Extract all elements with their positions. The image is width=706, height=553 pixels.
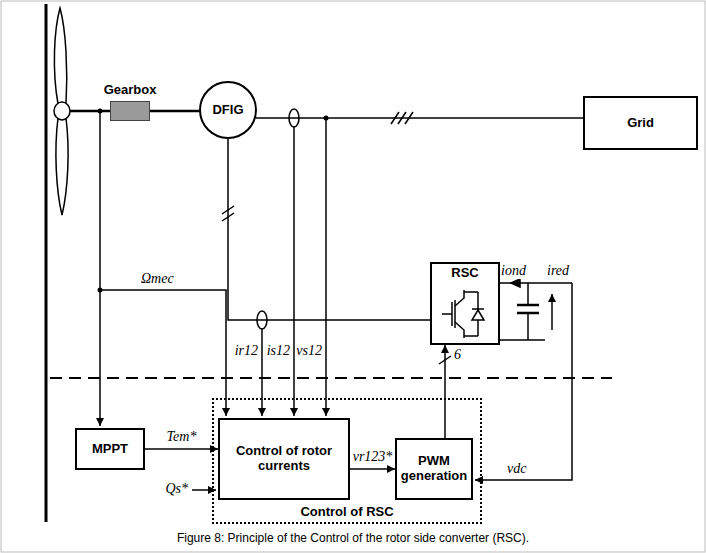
frame-bar <box>45 4 48 522</box>
dc-link <box>511 279 520 287</box>
signal-wires <box>293 127 295 416</box>
dc-link <box>517 304 539 307</box>
connector-line <box>256 117 583 119</box>
signal-wires <box>70 110 110 113</box>
connector-line <box>350 468 395 470</box>
boundary-dashed-line <box>50 377 612 379</box>
generator-outline <box>200 82 256 138</box>
dc-link <box>500 339 545 341</box>
node-label: Control of RSC <box>214 505 480 520</box>
junction-dots <box>98 288 103 293</box>
signal-label: ir12 <box>234 344 259 359</box>
converter-box: RSC <box>430 262 500 345</box>
node-label: Grid <box>627 116 654 131</box>
dc-link <box>527 313 529 340</box>
igbt-diode-symbol <box>442 290 484 338</box>
current-sensors <box>257 109 299 329</box>
connector-line <box>228 139 430 320</box>
connector-line <box>150 110 200 113</box>
process-box: Control of rotor currents <box>218 418 350 500</box>
signal-label: Tem* <box>166 430 198 445</box>
signal-label: vs12 <box>295 344 323 359</box>
signal-label: vdc <box>506 462 527 477</box>
phase-marks <box>222 112 451 364</box>
signal-label: Ωmec <box>140 272 175 287</box>
dc-link <box>527 283 529 305</box>
dc-link <box>500 279 572 340</box>
signal-label: is12 <box>266 344 291 359</box>
signal-wires <box>100 290 226 416</box>
connector-line <box>145 448 218 450</box>
generator-circle: DFIG <box>199 81 257 139</box>
node-label: DFIG <box>212 103 243 118</box>
control-group: Control of RSC Control of rotor currents P… <box>212 398 482 524</box>
node-label: RSC <box>451 266 478 281</box>
node-label: Control of rotor currents <box>225 444 343 474</box>
signal-label: iond <box>500 264 527 279</box>
signal-wires <box>325 118 327 416</box>
signal-wires <box>551 294 553 330</box>
process-box: MPPT <box>75 428 145 470</box>
figure-caption: Figure 8: Principle of the Control of th… <box>0 531 706 545</box>
wind-turbine <box>54 8 70 215</box>
process-box: PWM generation <box>395 438 473 500</box>
signal-label: vr123* <box>352 450 394 465</box>
junction-dots <box>98 109 103 114</box>
wind-turbine <box>54 102 70 120</box>
node-label: PWM generation <box>401 454 467 484</box>
signal-wires <box>261 329 263 416</box>
signal-label: Qs* <box>164 482 189 497</box>
gearbox-box: Gearbox <box>110 101 150 121</box>
wind-turbine <box>54 8 66 104</box>
grid-box: Grid <box>583 96 698 150</box>
connector-line <box>444 345 446 438</box>
node-label: Gearbox <box>104 83 157 98</box>
signal-label: ired <box>546 264 570 279</box>
signal-label: 6 <box>453 348 462 363</box>
node-label: MPPT <box>92 442 128 457</box>
wind-turbine <box>56 118 68 215</box>
junction-dots <box>98 109 329 293</box>
